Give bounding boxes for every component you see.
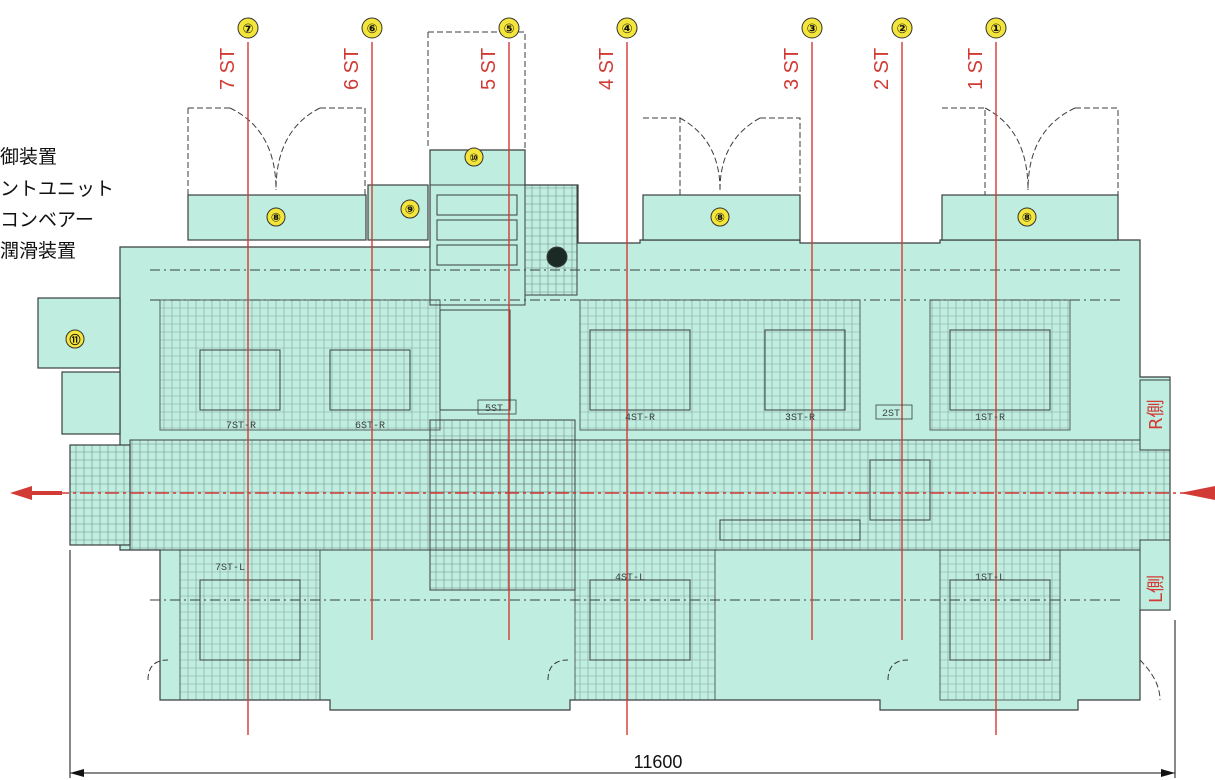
station-lines (247, 42, 997, 735)
station-tags: 5ST 2ST 7ST-R 6ST-R 7ST-L 4ST-R 3ST-R 1S… (215, 399, 1005, 584)
svg-text:⑧: ⑧ (271, 211, 281, 225)
r-side-label: R側 (1146, 399, 1167, 430)
unit-marker-11: ⑪ (65, 329, 85, 349)
station-marker-5: ⑤ (498, 17, 520, 39)
station-label-7: 7 ST (217, 48, 239, 90)
safety-guards (187, 184, 1119, 241)
unit-markers: ⑧ ⑧ ⑧ ⑨ ⑩ ⑪ (65, 147, 1037, 349)
flow-out-arrow (10, 486, 32, 500)
legend-item-conveyor: コンベアー (0, 209, 94, 231)
svg-text:⑥: ⑥ (366, 22, 377, 37)
tag-2st: 2ST (882, 409, 900, 420)
unit-marker-8-right: ⑧ (1017, 207, 1037, 227)
station-marker-2: ② (891, 17, 913, 39)
flow-in-arrow (1180, 486, 1215, 500)
svg-text:①: ① (990, 22, 1001, 37)
unit-marker-8-center: ⑧ (710, 207, 730, 227)
svg-text:⑨: ⑨ (405, 203, 415, 217)
tag-4st-l: 4ST-L (615, 573, 645, 584)
center-axis (10, 486, 1215, 500)
station-label-3: 3 ST (781, 48, 803, 90)
l-side-label: L側 (1146, 575, 1167, 603)
unit-marker-8-left: ⑧ (266, 207, 286, 227)
overall-dimension (69, 550, 1176, 778)
svg-text:⑤: ⑤ (503, 22, 514, 37)
legend-item-lubrication: 潤滑装置 (0, 240, 77, 262)
tag-5st: 5ST (485, 404, 503, 415)
overall-length-label: 11600 (634, 752, 683, 772)
station-label-4: 4 ST (596, 48, 618, 90)
station-label-2: 2 ST (871, 48, 893, 90)
station-label-6: 6 ST (341, 48, 363, 90)
tag-4st-r: 4ST-R (625, 413, 655, 424)
svg-text:③: ③ (806, 22, 817, 37)
tag-7st-r: 7ST-R (226, 421, 256, 432)
tag-3st-r: 3ST-R (785, 413, 815, 424)
unit-marker-9: ⑨ (400, 199, 420, 219)
station-marker-4: ④ (616, 17, 638, 39)
door-swings (147, 31, 1161, 701)
legend-item-coolant-unit: ントユニット (0, 178, 115, 200)
unit-marker-10: ⑩ (464, 147, 484, 167)
svg-text:⑧: ⑧ (715, 211, 725, 225)
tag-7st-l: 7ST-L (215, 563, 245, 574)
svg-text:②: ② (896, 22, 907, 37)
station-marker-1: ① (985, 17, 1007, 39)
station-marker-7: ⑦ (237, 17, 259, 39)
station-marker-3: ③ (801, 17, 823, 39)
svg-text:④: ④ (621, 22, 632, 37)
svg-text:⑩: ⑩ (469, 152, 478, 165)
svg-text:⑧: ⑧ (1022, 211, 1032, 225)
side-labels: R側 L側 (1139, 379, 1171, 611)
tag-1st-l: 1ST-L (975, 573, 1005, 584)
legend-item-control-unit: 御装置 (0, 146, 58, 168)
station-label-1: 1 ST (965, 48, 987, 90)
tag-1st-r: 1ST-R (975, 413, 1005, 424)
station-marker-6: ⑥ (361, 17, 383, 39)
tag-6st-r: 6ST-R (355, 421, 385, 432)
svg-text:⑪: ⑪ (70, 333, 81, 347)
svg-text:⑦: ⑦ (242, 22, 253, 37)
station-label-5: 5 ST (478, 48, 500, 90)
station-markers: ① ② ③ ④ ⑤ ⑥ ⑦ (237, 17, 1007, 39)
boundary-lines (150, 269, 1120, 601)
